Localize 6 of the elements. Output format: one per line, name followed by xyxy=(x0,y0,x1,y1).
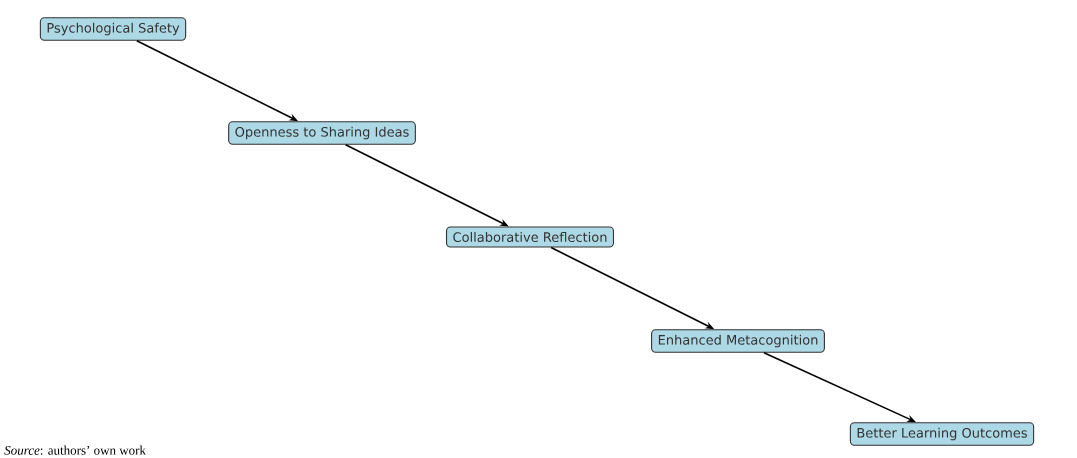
process-box: Collaborative Reflection xyxy=(445,226,615,248)
process-box: Openness to Sharing Ideas xyxy=(228,121,416,145)
process-box: Psychological Safety xyxy=(39,17,187,41)
source-note: Source: authors’ own work xyxy=(4,445,146,455)
process-box: Enhanced Metacognition xyxy=(651,329,825,353)
process-box: Better Learning Outcomes xyxy=(849,422,1035,446)
